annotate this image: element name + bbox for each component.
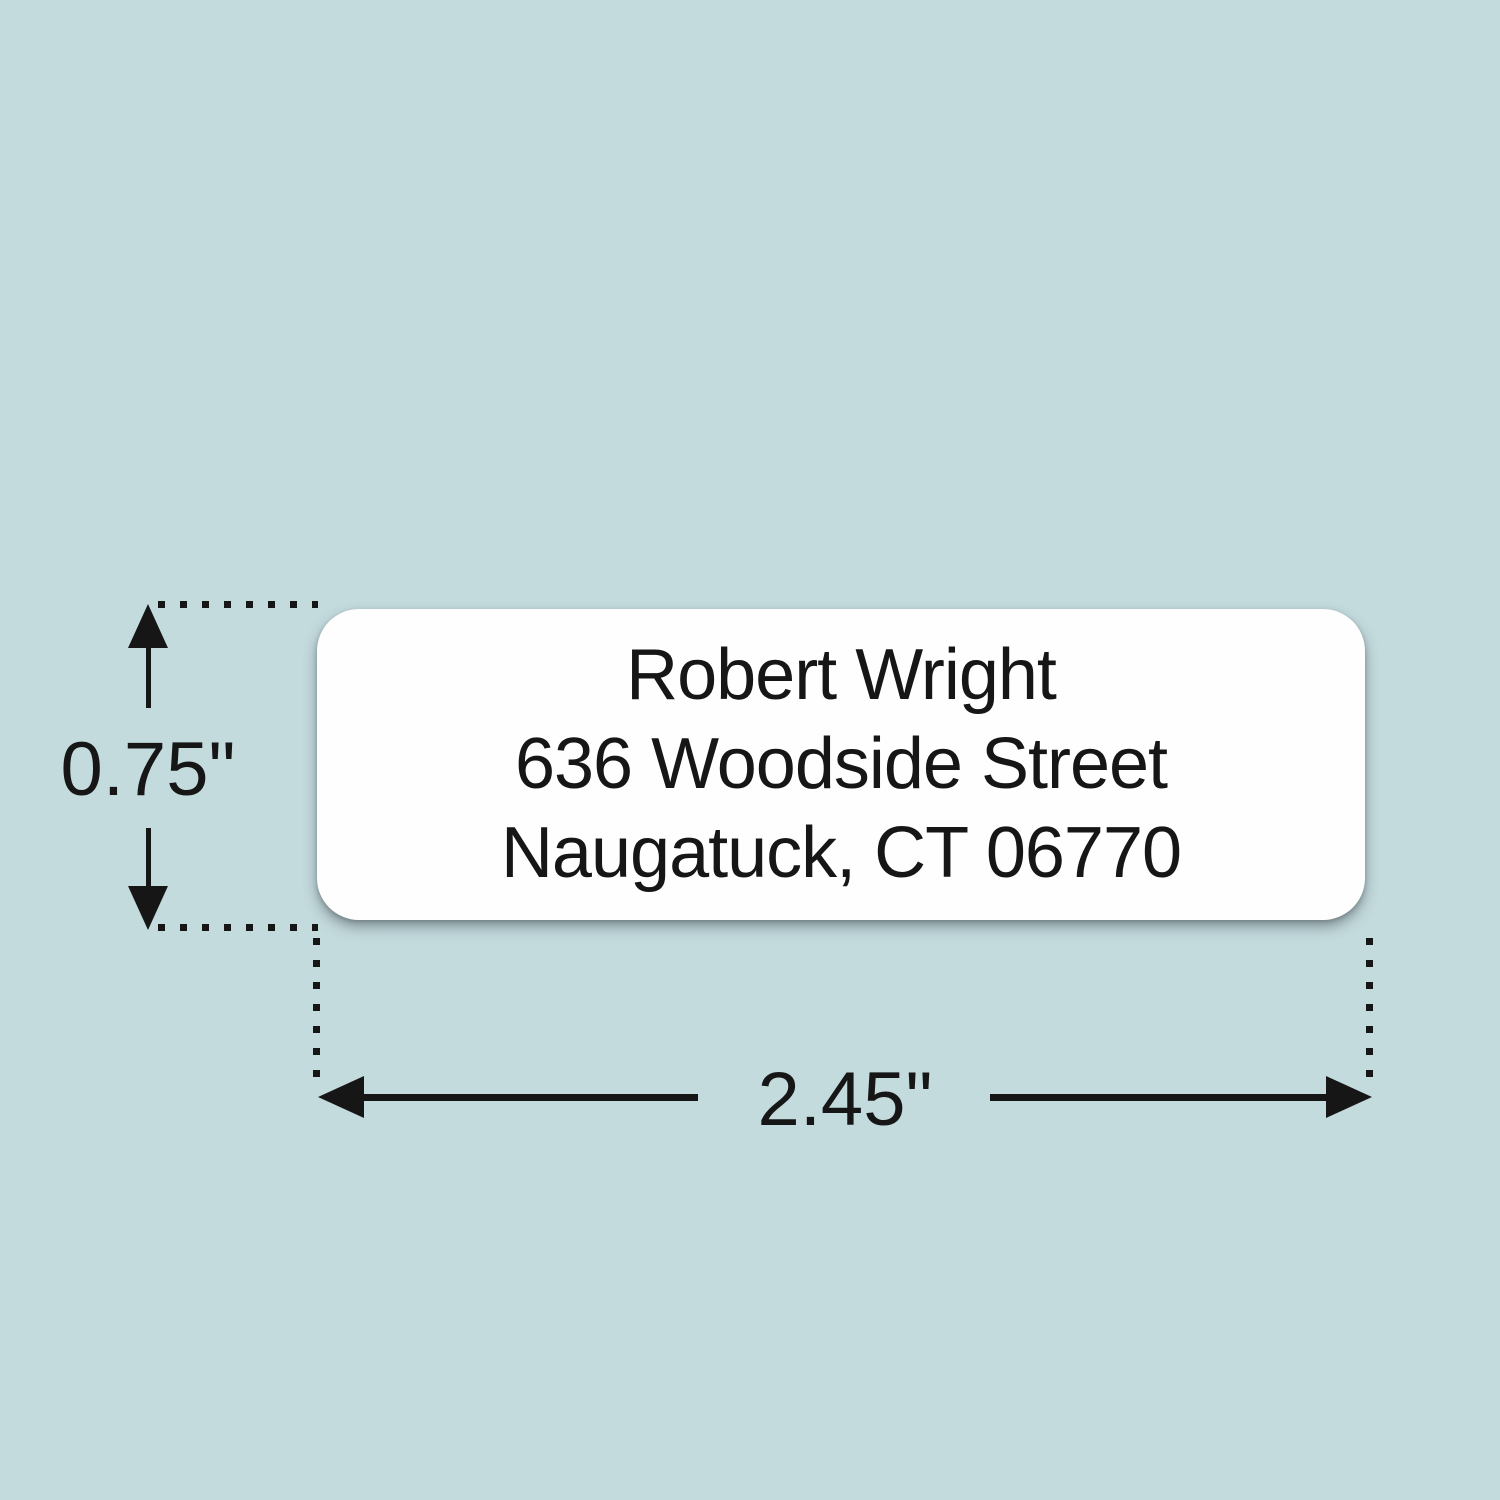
address-line-name: Robert Wright bbox=[626, 635, 1057, 715]
width-arrow-right-icon bbox=[1326, 1076, 1372, 1118]
width-extension-line-right bbox=[1366, 938, 1373, 1084]
height-arrow-down-stem bbox=[146, 828, 151, 890]
width-extension-line-left bbox=[313, 938, 320, 1090]
width-dimension-value: 2.45" bbox=[757, 1057, 933, 1142]
address-label: Robert Wright 636 Woodside Street Naugat… bbox=[317, 609, 1365, 920]
address-text-block: Robert Wright 636 Woodside Street Naugat… bbox=[500, 631, 1182, 898]
width-arrow-right-shaft bbox=[990, 1094, 1330, 1101]
address-line-city: Naugatuck, CT 06770 bbox=[500, 813, 1182, 893]
height-arrow-up-stem bbox=[146, 644, 151, 708]
width-arrow-left-shaft bbox=[360, 1094, 698, 1101]
height-extension-line-top bbox=[158, 601, 318, 608]
height-arrow-down-icon bbox=[128, 886, 168, 930]
height-dimension-value: 0.75" bbox=[60, 727, 236, 812]
height-extension-line-bottom bbox=[158, 924, 318, 931]
address-line-street: 636 Woodside Street bbox=[514, 724, 1168, 804]
width-arrow-left-icon bbox=[318, 1076, 364, 1118]
height-arrow-up-icon bbox=[128, 604, 168, 648]
